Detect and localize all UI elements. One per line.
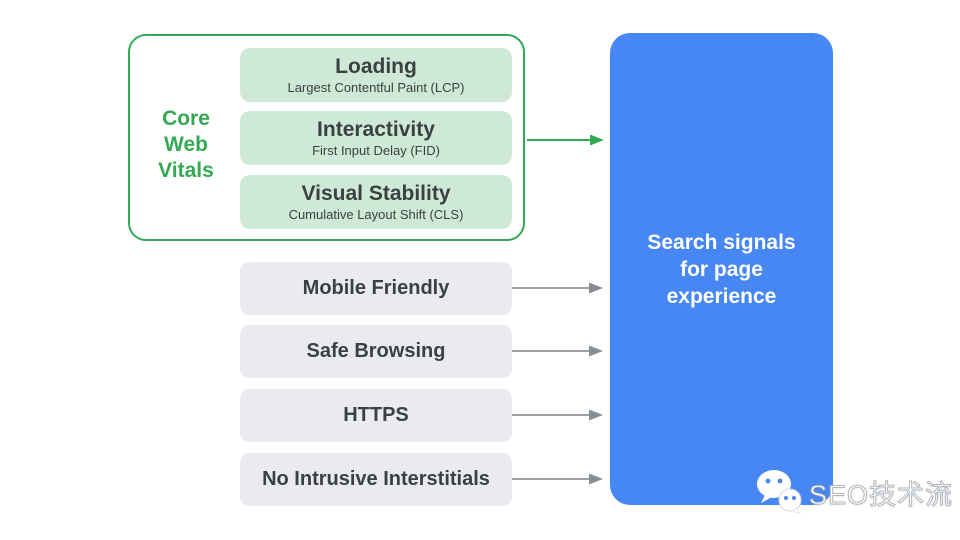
vital-title: Visual Stability bbox=[301, 181, 451, 205]
signal-box-mobile-friendly: Mobile Friendly bbox=[240, 262, 512, 315]
watermark: SEO技术流 bbox=[754, 466, 953, 518]
arrow-safe-browsing-icon bbox=[512, 345, 603, 357]
signal-box-safe-browsing: Safe Browsing bbox=[240, 325, 512, 378]
vital-subtitle: First Input Delay (FID) bbox=[312, 142, 440, 158]
search-signals-label: Search signals for page experience bbox=[647, 230, 796, 308]
core-web-vitals-group bbox=[128, 34, 525, 241]
arrow-mobile-friendly-icon bbox=[512, 282, 603, 294]
signal-box-no-intrusive-interstitials: No Intrusive Interstitials bbox=[240, 453, 512, 506]
wechat-icon bbox=[757, 470, 802, 515]
vital-title: Interactivity bbox=[317, 117, 435, 141]
vital-box-visual-stability: Visual Stability Cumulative Layout Shift… bbox=[240, 175, 512, 229]
vital-box-interactivity: Interactivity First Input Delay (FID) bbox=[240, 111, 512, 165]
vital-subtitle: Largest Contentful Paint (LCP) bbox=[287, 79, 465, 95]
arrow-no-intrusive-interstitials-icon bbox=[512, 473, 603, 485]
core-web-vitals-label: Core Web Vitals bbox=[158, 107, 214, 182]
arrow-core-web-vitals-icon bbox=[527, 134, 604, 146]
vital-box-loading: Loading Largest Contentful Paint (LCP) bbox=[240, 48, 512, 102]
vital-subtitle: Cumulative Layout Shift (CLS) bbox=[288, 206, 464, 222]
search-signals-box: Search signals for page experience bbox=[610, 33, 833, 505]
signal-box-https: HTTPS bbox=[240, 389, 512, 442]
vital-title: Loading bbox=[335, 54, 417, 78]
watermark-text: SEO技术流 bbox=[808, 479, 954, 510]
arrow-https-icon bbox=[512, 409, 603, 421]
